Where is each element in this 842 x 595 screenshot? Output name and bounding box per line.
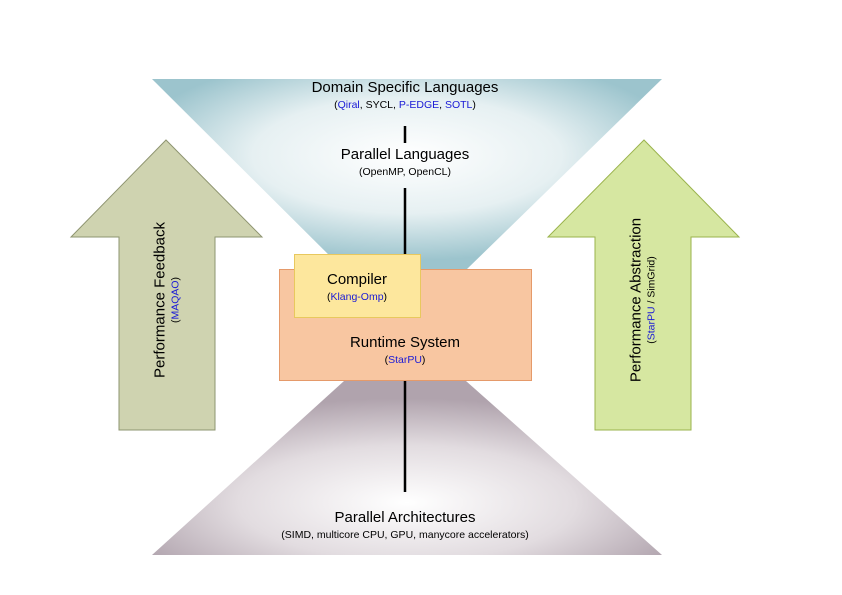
performance-feedback-subtitle: (MAQAO) [169,276,182,324]
parallel-architectures-subtitle: (SIMD, multicore CPU, GPU, manycore acce… [281,529,529,541]
performance-feedback-label: Performance Feedback (MAQAO) [152,222,183,378]
runtime-system-subtitle: (StarPU) [384,354,426,366]
compiler-link-klang-omp[interactable]: Klang-Omp [330,291,384,303]
dsl-link-pedge[interactable]: P-EDGE [398,99,440,111]
runtime-link-starpu[interactable]: StarPU [388,354,422,366]
performance-abstraction-label: Performance Abstraction (StarPU / SimGri… [628,218,659,382]
performance-abstraction-subtitle: (StarPU / SimGrid) [645,256,658,344]
performance-abstraction-arrow [546,139,741,431]
dsl-link-sotl[interactable]: SOTL [444,99,473,111]
dsl-title: Domain Specific Languages [311,79,499,96]
performance-feedback-title: Performance Feedback [151,222,169,378]
dsl-subtitle: (Qiral, SYCL, P-EDGE, SOTL) [334,99,476,111]
parallel-languages-subtitle: (OpenMP, OpenCL) [358,166,452,178]
top-funnel [152,79,662,270]
abstraction-link-starpu[interactable]: StarPU [645,306,658,341]
compiler-title: Compiler [326,271,388,288]
feedback-link-maqao[interactable]: MAQAO [169,280,182,320]
runtime-system-title: Runtime System [349,334,461,351]
parallel-languages-title: Parallel Languages [340,146,470,163]
compiler-subtitle: (Klang-Omp) [326,291,388,303]
dsl-link-qiral[interactable]: Qiral [337,99,360,111]
performance-feedback-arrow [69,139,264,431]
parallel-architectures-title: Parallel Architectures [334,509,476,526]
bottom-funnel [152,381,662,555]
compiler-box [294,254,421,318]
performance-abstraction-title: Performance Abstraction [627,217,645,383]
